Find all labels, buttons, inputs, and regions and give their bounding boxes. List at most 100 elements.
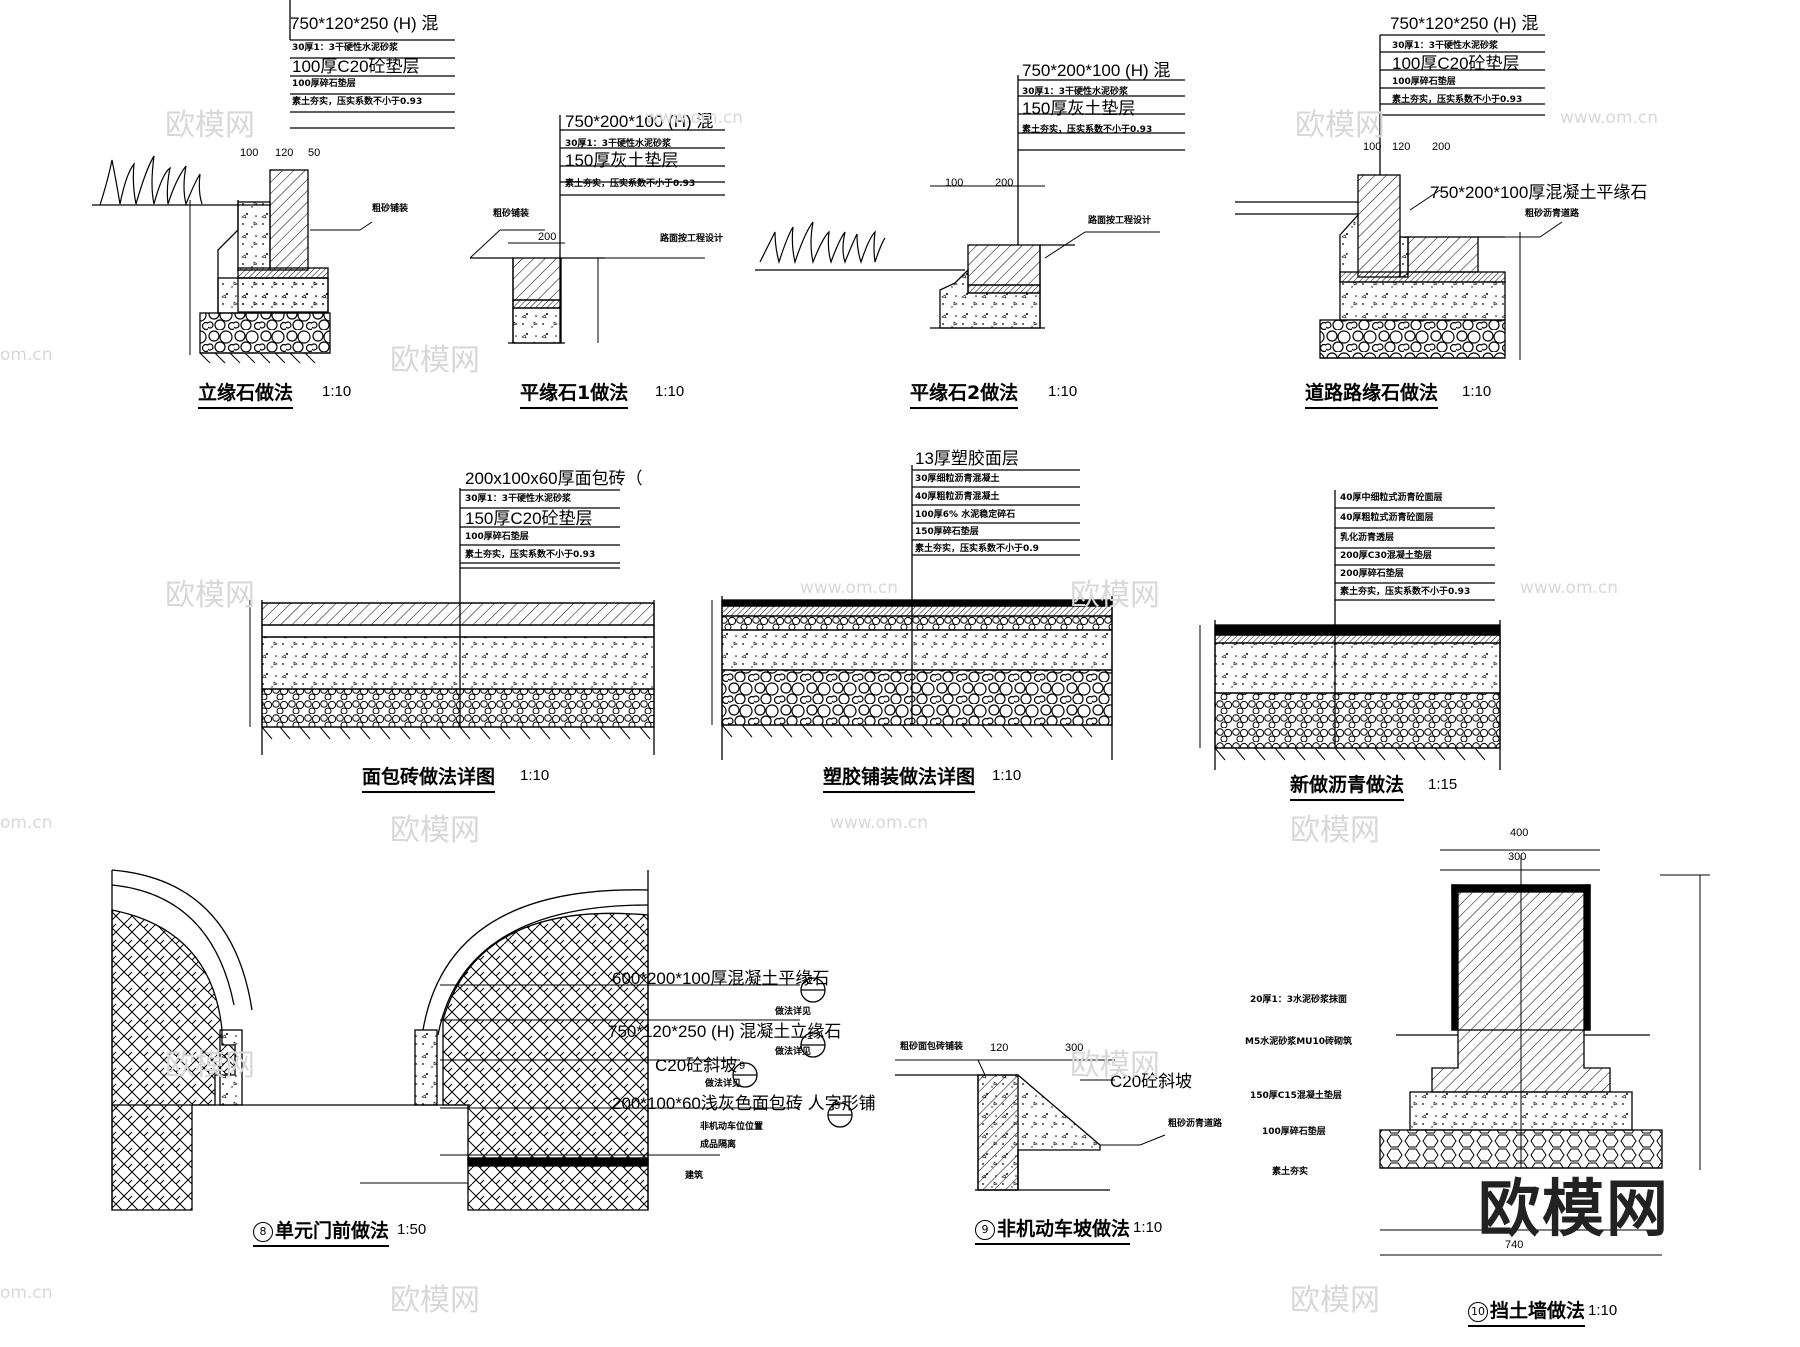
note-d6-6: 素土夯实，压实系数不小于0.9 <box>915 544 1039 554</box>
watermark: 欧模网 <box>1070 1048 1160 1083</box>
note-d1-5: 素土夯实，压实系数不小于0.93 <box>292 97 423 107</box>
note-d8-4: 200*100*60浅灰色面包砖 人字形铺 <box>612 1094 876 1113</box>
scale-bike-ramp: 1:10 <box>1133 1219 1163 1236</box>
note-d8-1: 600*200*100厚混凝土平缘石 <box>612 969 830 988</box>
watermark: 欧模网 <box>390 343 480 378</box>
note-d6-1: 13厚塑胶面层 <box>915 449 1019 468</box>
watermark: 欧模网 <box>1295 108 1385 143</box>
watermark-site: om.cn <box>0 345 53 365</box>
note-d7-3: 乳化沥青透层 <box>1340 533 1395 543</box>
dim-d4-b: 120 <box>1392 141 1411 153</box>
detail-unit-entrance <box>111 869 800 1211</box>
leader-d8-1: 做法详见 <box>775 1007 812 1017</box>
note-d2-3: 150厚灰土垫层 <box>565 151 679 170</box>
detail-flat-curb-2 <box>755 75 1185 329</box>
note-d2-4: 素土夯实，压实系数不小于0.93 <box>565 179 696 189</box>
ref-8b: 1 <box>807 1030 814 1042</box>
note-d9-1: C20砼斜坡 <box>1110 1072 1193 1091</box>
note-d8-2: 750*120*250 (H) 混凝土立缘石 <box>608 1022 842 1041</box>
note-d3-2: 30厚1：3干硬性水泥砂浆 <box>1022 87 1129 97</box>
watermark: 欧模网 <box>165 578 255 613</box>
dim-d3-b: 200 <box>995 177 1014 189</box>
scale-unit-entrance: 1:50 <box>397 1221 427 1238</box>
note-d4-1: 750*120*250 (H) 混 <box>1390 14 1539 33</box>
watermark-site: www.om.cn <box>645 108 744 128</box>
detail-bread-brick <box>249 488 655 755</box>
ref-8a: 2 <box>807 975 814 987</box>
dim-d9-a: 120 <box>990 1042 1009 1054</box>
title-flat-curb-2: 平缘石2做法 <box>910 378 1019 409</box>
note-d4-4: 100厚碎石垫层 <box>1392 77 1456 87</box>
note-d10-3: 150厚C15混凝土垫层 <box>1250 1091 1342 1101</box>
note-d7-5: 200厚碎石垫层 <box>1340 569 1404 579</box>
note-d7-1: 40厚中细粒式沥青砼面层 <box>1340 493 1443 503</box>
scale-retaining-wall: 1:10 <box>1588 1302 1618 1319</box>
note-d8-7: 建筑 <box>685 1171 704 1181</box>
note-d9-2: 粗砂面包砖铺装 <box>900 1042 964 1052</box>
note-d8-3: C20砼斜坡 <box>655 1056 738 1075</box>
note-d10-5: 素土夯实 <box>1272 1167 1309 1177</box>
leader-d3: 路面按工程设计 <box>1088 216 1152 226</box>
leader-d2-a: 粗砂铺装 <box>493 209 530 219</box>
dim-d9-b: 300 <box>1065 1042 1084 1054</box>
note-d5-1: 200x100x60厚面包砖（ <box>465 469 643 488</box>
watermark-site: om.cn <box>0 1283 53 1303</box>
detail-new-asphalt <box>1199 490 1501 770</box>
dim-d10-c: 300 <box>1508 851 1527 863</box>
note-d3-1: 750*200*100 (H) 混 <box>1022 61 1171 80</box>
watermark: 欧模网 <box>390 1283 480 1318</box>
note-d3-4: 素土夯实，压实系数不小于0.93 <box>1022 125 1153 135</box>
detail-retaining-wall <box>1379 849 1710 1256</box>
note-d5-3: 150厚C20砼垫层 <box>465 509 593 528</box>
note-d6-2: 30厚细粒沥青混凝土 <box>915 474 1000 484</box>
leader-d1: 粗砂铺装 <box>372 204 409 214</box>
detail-curb-stone <box>92 0 455 364</box>
watermark: 欧模网 <box>1290 813 1380 848</box>
note-d10-1: 20厚1：3水泥砂浆抹面 <box>1250 995 1348 1005</box>
watermark-site: www.om.cn <box>800 578 899 598</box>
num-9: 9 <box>975 1219 995 1240</box>
detail-flat-curb-1 <box>469 115 725 344</box>
note-d7-2: 40厚粗粒式沥青砼面层 <box>1340 513 1434 523</box>
ref-bubbles <box>732 977 853 1128</box>
dim-d1-c: 50 <box>308 147 321 159</box>
watermark: 欧模网 <box>1070 578 1160 613</box>
scale-bread-brick: 1:10 <box>520 767 550 784</box>
leader-d8-2: 做法详见 <box>775 1047 812 1057</box>
detail-bike-ramp <box>895 1059 1166 1191</box>
dim-d1-b: 120 <box>275 147 294 159</box>
detail-road-curb <box>1235 34 1563 360</box>
watermark: 欧模网 <box>1290 1283 1380 1318</box>
watermark: 欧模网 <box>390 813 480 848</box>
watermark-site: www.om.cn <box>1520 578 1619 598</box>
title-flat-curb-1: 平缘石1做法 <box>520 378 629 409</box>
dim-d10-total: 740 <box>1505 1239 1524 1251</box>
title-rubber-paving: 塑胶铺装做法详图 <box>823 762 976 793</box>
note-d10-4: 100厚碎石垫层 <box>1262 1127 1326 1137</box>
dim-d10-a: 400 <box>1510 827 1529 839</box>
dim-d2-a: 200 <box>538 231 557 243</box>
note-d1-1: 750*120*250 (H) 混 <box>290 14 439 33</box>
note-d8-6: 成品隔离 <box>700 1140 737 1150</box>
watermark: 欧模网 <box>165 108 255 143</box>
watermark: 欧模网 <box>165 1048 255 1083</box>
note-d5-2: 30厚1：3干硬性水泥砂浆 <box>465 494 572 504</box>
note-d2-1: 750*200*100 (H) 混 <box>565 112 714 131</box>
note-d1-3: 100厚C20砼垫层 <box>292 57 420 76</box>
note-d10-2: M5水泥砂浆MU10砖砌筑 <box>1245 1037 1353 1047</box>
watermark-site: www.om.cn <box>1560 108 1659 128</box>
leader-d4-a: 750*200*100厚混凝土平缘石 <box>1430 183 1648 202</box>
note-d4-3: 100厚C20砼垫层 <box>1392 54 1520 73</box>
leader-d2-b: 路面按工程设计 <box>660 234 724 244</box>
scale-flat-curb-1: 1:10 <box>655 383 685 400</box>
num-8: 8 <box>253 1221 273 1242</box>
note-d5-4: 100厚碎石垫层 <box>465 532 529 542</box>
scale-new-asphalt: 1:15 <box>1428 776 1458 793</box>
scale-rubber-paving: 1:10 <box>992 767 1022 784</box>
ref-8c: 9 <box>739 1060 746 1072</box>
note-d1-4: 100厚碎石垫层 <box>292 79 356 89</box>
